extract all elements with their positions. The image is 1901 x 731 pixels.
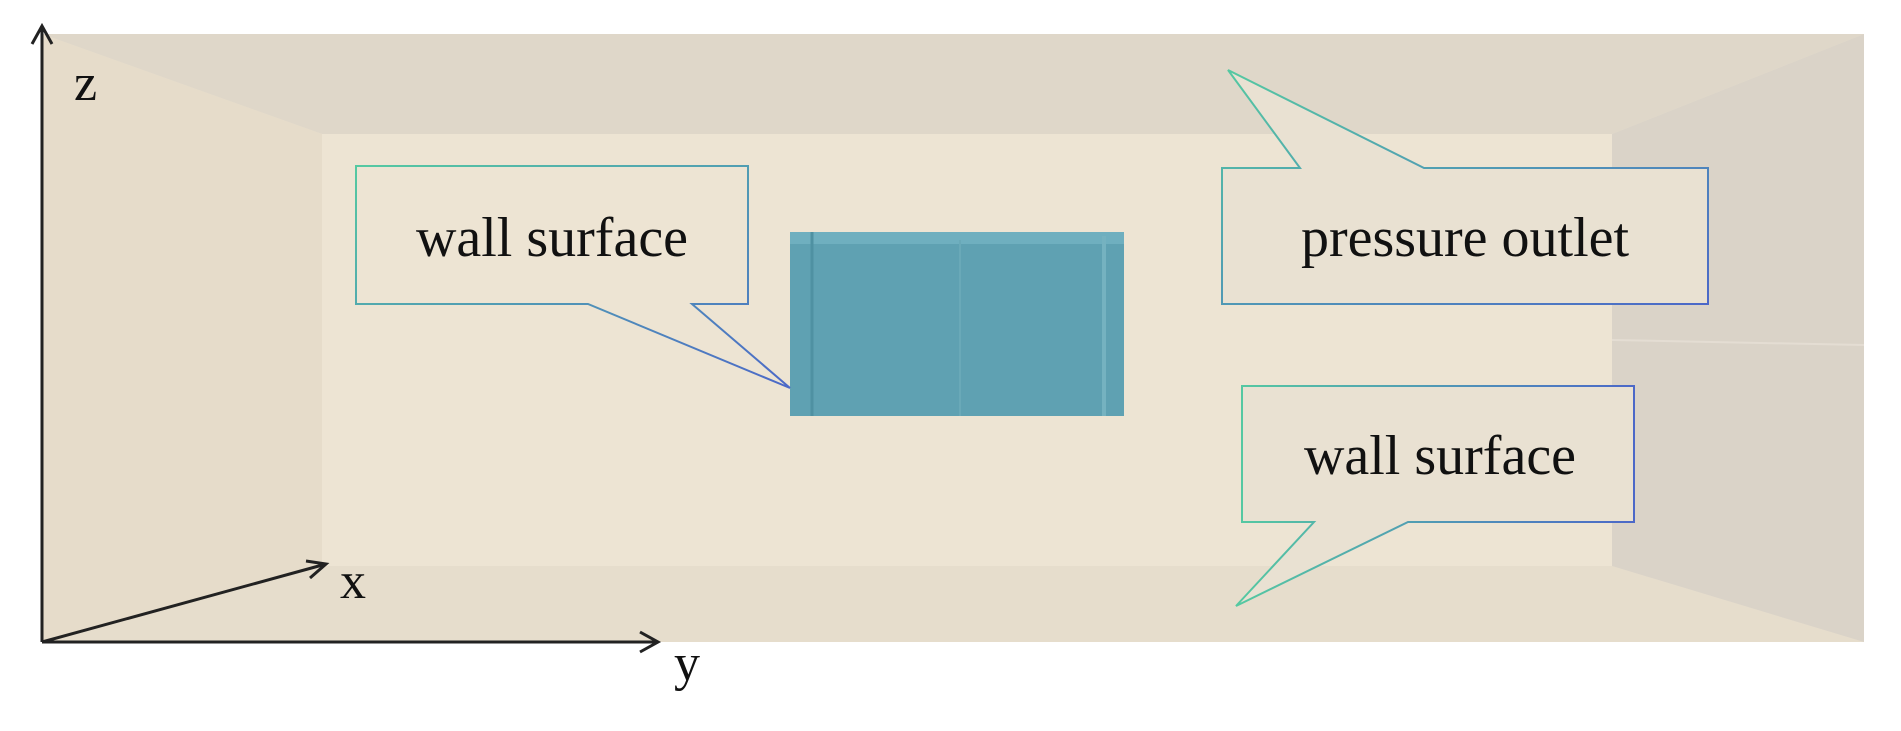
x-axis-label: x: [340, 553, 366, 610]
callout-label: wall surface: [416, 207, 688, 269]
coordinate-axes: [30, 22, 662, 654]
y-axis-label: y: [674, 635, 700, 692]
ceiling-face: [42, 34, 1864, 134]
callout-label: wall surface: [1304, 425, 1576, 487]
callout-bubble: [1221, 69, 1709, 305]
z-axis-label: z: [74, 55, 97, 112]
z-axis-arrowhead: [30, 22, 54, 45]
y-axis-arrowhead: [639, 630, 662, 654]
x-axis-arrowhead: [305, 559, 330, 580]
callout-wall-top-left: wall surface: [355, 165, 791, 389]
right-wall-seam: [1611, 339, 1865, 346]
callout-bubble: [355, 165, 791, 389]
callout-bubble: [1235, 385, 1635, 607]
right-wall-face: [1612, 34, 1864, 642]
central-object: [790, 232, 1124, 416]
callout-label: pressure outlet: [1301, 207, 1630, 269]
left-wall-face: [42, 34, 322, 642]
callout-wall-bottom-right: wall surface: [1235, 385, 1635, 607]
floor-face: [42, 566, 1864, 642]
object-top-edge: [790, 232, 1124, 244]
object-box: [790, 232, 1124, 416]
x-axis-line: [41, 562, 327, 644]
callout-pressure-outlet: pressure outlet: [1221, 69, 1709, 305]
